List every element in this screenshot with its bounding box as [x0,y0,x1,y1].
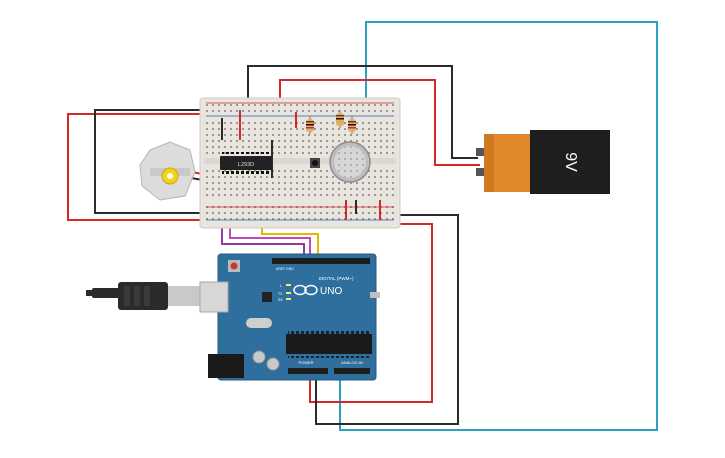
wire-red-5v[interactable] [309,223,433,403]
pushbutton[interactable] [310,158,320,168]
wire-red-left-loop[interactable] [67,113,240,221]
arduino-logo-icon [293,284,318,296]
arduino-uno-board[interactable]: DIGITAL (PWM~) AREF GND L TX RX UNO PO [208,253,380,381]
led-rx-label: RX [278,298,284,302]
dc-motor[interactable] [139,141,196,201]
wire-black-battery-neg[interactable] [247,65,478,159]
battery-9v[interactable]: 9V [476,130,610,194]
usb-b-port [199,281,229,313]
ic-label: L293D [238,162,254,168]
digital-header-label: DIGITAL (PWM~) [319,276,354,281]
resistor-2[interactable] [336,110,344,128]
power-header-label: POWER [298,360,313,365]
led-l-label: L [280,284,282,288]
led-tx-label: TX [278,292,283,296]
analog-header-label: ANALOG IN [341,360,363,365]
uno-label: UNO [320,286,342,297]
l293d-driver-ic[interactable]: L293D [220,152,272,174]
battery-label: 9V [562,152,579,172]
aref-label: AREF [276,267,285,271]
resistor-1[interactable] [306,116,314,134]
resistor-3[interactable] [348,116,356,134]
gas-sensor[interactable] [329,141,371,183]
usb-cable[interactable] [86,282,200,310]
gnd-label-top: GND [286,267,294,271]
wire-blue-sensor-analog[interactable] [339,21,658,431]
wire-black-left-loop[interactable] [94,109,230,214]
wire-black-gnd[interactable] [315,214,459,425]
